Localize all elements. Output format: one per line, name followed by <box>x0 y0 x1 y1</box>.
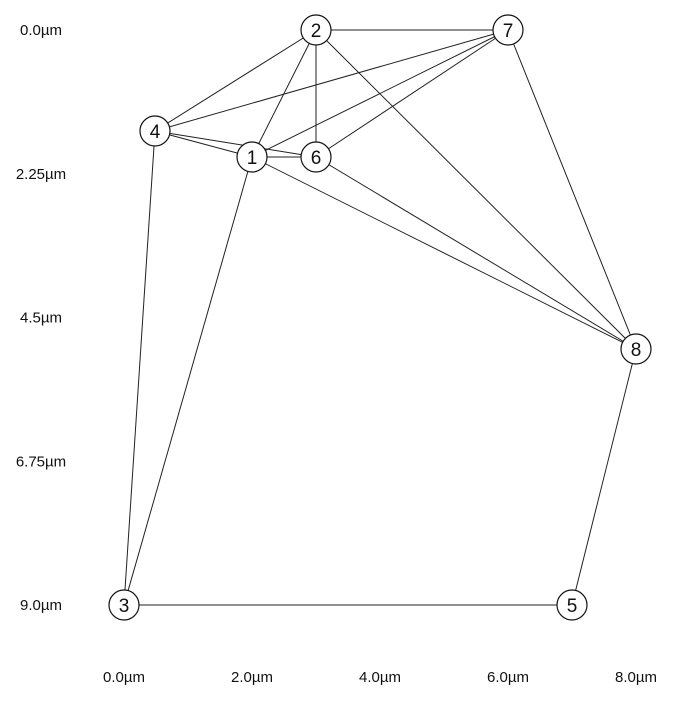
node-1: 1 <box>236 141 268 173</box>
edge-5-8 <box>571 348 637 606</box>
y-tick-label: 6.75µm <box>16 453 66 470</box>
node-label: 4 <box>150 122 161 143</box>
node-label: 5 <box>567 596 578 617</box>
x-tick-label: 8.0µm <box>615 669 657 686</box>
edge-4-6 <box>154 130 317 158</box>
edge-2-1 <box>251 29 317 158</box>
node-6: 6 <box>300 141 332 173</box>
node-circle <box>300 141 332 173</box>
node-circle <box>556 589 588 621</box>
y-tick-label: 9.0µm <box>20 597 62 614</box>
edge-1-3 <box>123 156 253 606</box>
node-label: 2 <box>311 21 322 42</box>
edge-7-4 <box>154 29 509 132</box>
node-5: 5 <box>556 589 588 621</box>
edge-6-8 <box>315 156 637 350</box>
x-tick-label: 0.0µm <box>103 669 145 686</box>
edge-2-4 <box>154 29 317 132</box>
y-tick-label: 0.0µm <box>20 22 62 39</box>
x-tick-label: 6.0µm <box>487 669 529 686</box>
edge-2-8 <box>315 29 637 350</box>
node-circle <box>620 333 652 365</box>
edge-7-1 <box>251 29 509 158</box>
node-label: 7 <box>503 21 514 42</box>
edge-7-8 <box>507 29 637 350</box>
edge-7-6 <box>315 29 509 158</box>
y-tick-label: 4.5µm <box>20 310 62 327</box>
node-8: 8 <box>620 333 652 365</box>
node-label: 1 <box>247 148 258 169</box>
node-circle <box>108 589 140 621</box>
node-circle <box>492 14 524 46</box>
node-circle <box>139 115 171 147</box>
edge-1-8 <box>251 156 637 350</box>
node-label: 3 <box>119 596 130 617</box>
edge-4-1 <box>154 130 253 158</box>
x-tick-label: 2.0µm <box>231 669 273 686</box>
x-axis-labels: 0.0µm 2.0µm 4.0µm 6.0µm 8.0µm <box>103 669 657 686</box>
nodes: 1 2 3 4 5 6 7 8 <box>108 14 652 621</box>
node-7: 7 <box>492 14 524 46</box>
x-tick-label: 4.0µm <box>359 669 401 686</box>
edges <box>123 29 637 606</box>
node-circle <box>300 14 332 46</box>
node-4: 4 <box>139 115 171 147</box>
edge-4-3 <box>123 130 156 606</box>
node-3: 3 <box>108 589 140 621</box>
y-tick-label: 2.25µm <box>16 166 66 183</box>
node-2: 2 <box>300 14 332 46</box>
node-label: 8 <box>631 340 642 361</box>
y-axis-labels: 0.0µm 2.25µm 4.5µm 6.75µm 9.0µm <box>16 22 66 614</box>
node-circle <box>236 141 268 173</box>
node-label: 6 <box>311 148 322 169</box>
